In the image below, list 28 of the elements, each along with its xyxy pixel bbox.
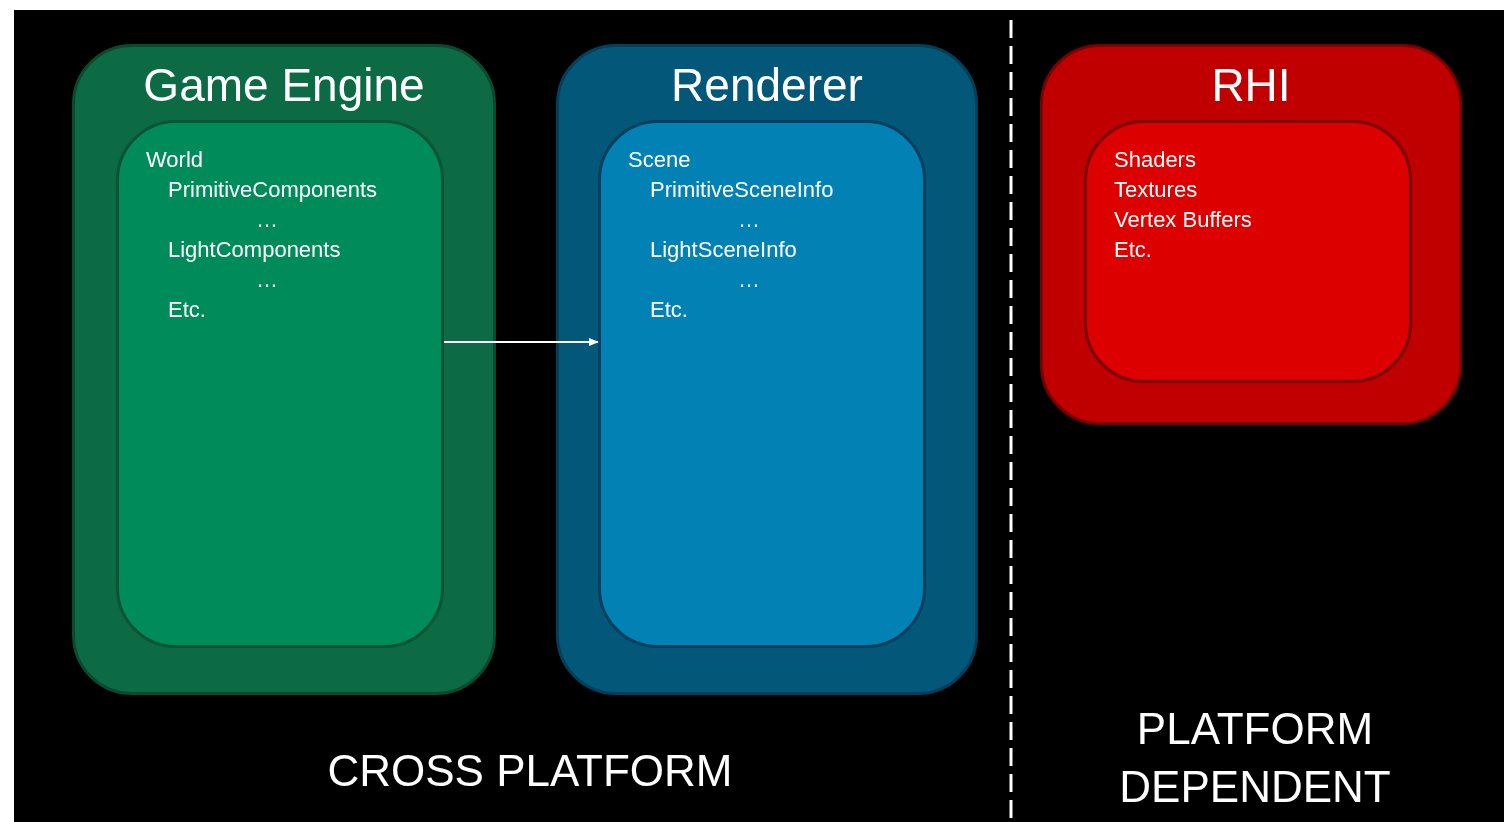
list-item: LightSceneInfo (650, 236, 797, 264)
list-item: … (738, 206, 760, 234)
list-item: PrimitiveSceneInfo (650, 176, 834, 204)
list-item: … (256, 206, 278, 234)
content-panel (598, 120, 926, 648)
list-item: Shaders (1114, 146, 1196, 174)
group-panel (556, 44, 978, 695)
list-item: Scene (628, 146, 691, 174)
list-item: Textures (1114, 176, 1198, 204)
list-item: LightComponents (168, 236, 341, 264)
group-panel (72, 44, 496, 695)
list-item: World (146, 146, 204, 174)
content-panel (1084, 120, 1412, 383)
list-item: Etc. (650, 296, 688, 324)
panel-title: Renderer (670, 58, 864, 113)
list-item: … (738, 266, 760, 294)
content-panel (116, 120, 444, 648)
panel-title: RHI (1210, 58, 1292, 113)
list-item: Etc. (1114, 236, 1152, 264)
list-item: Vertex Buffers (1114, 206, 1252, 234)
group-panel (1040, 44, 1462, 425)
list-item: PrimitiveComponents (168, 176, 378, 204)
region-label: CROSS PLATFORM (326, 745, 734, 797)
arrow (443, 338, 599, 346)
region-label: PLATFORM DEPENDENT (1118, 703, 1392, 813)
list-item: … (256, 266, 278, 294)
panel-title: Game Engine (142, 58, 426, 113)
list-item: Etc. (168, 296, 206, 324)
